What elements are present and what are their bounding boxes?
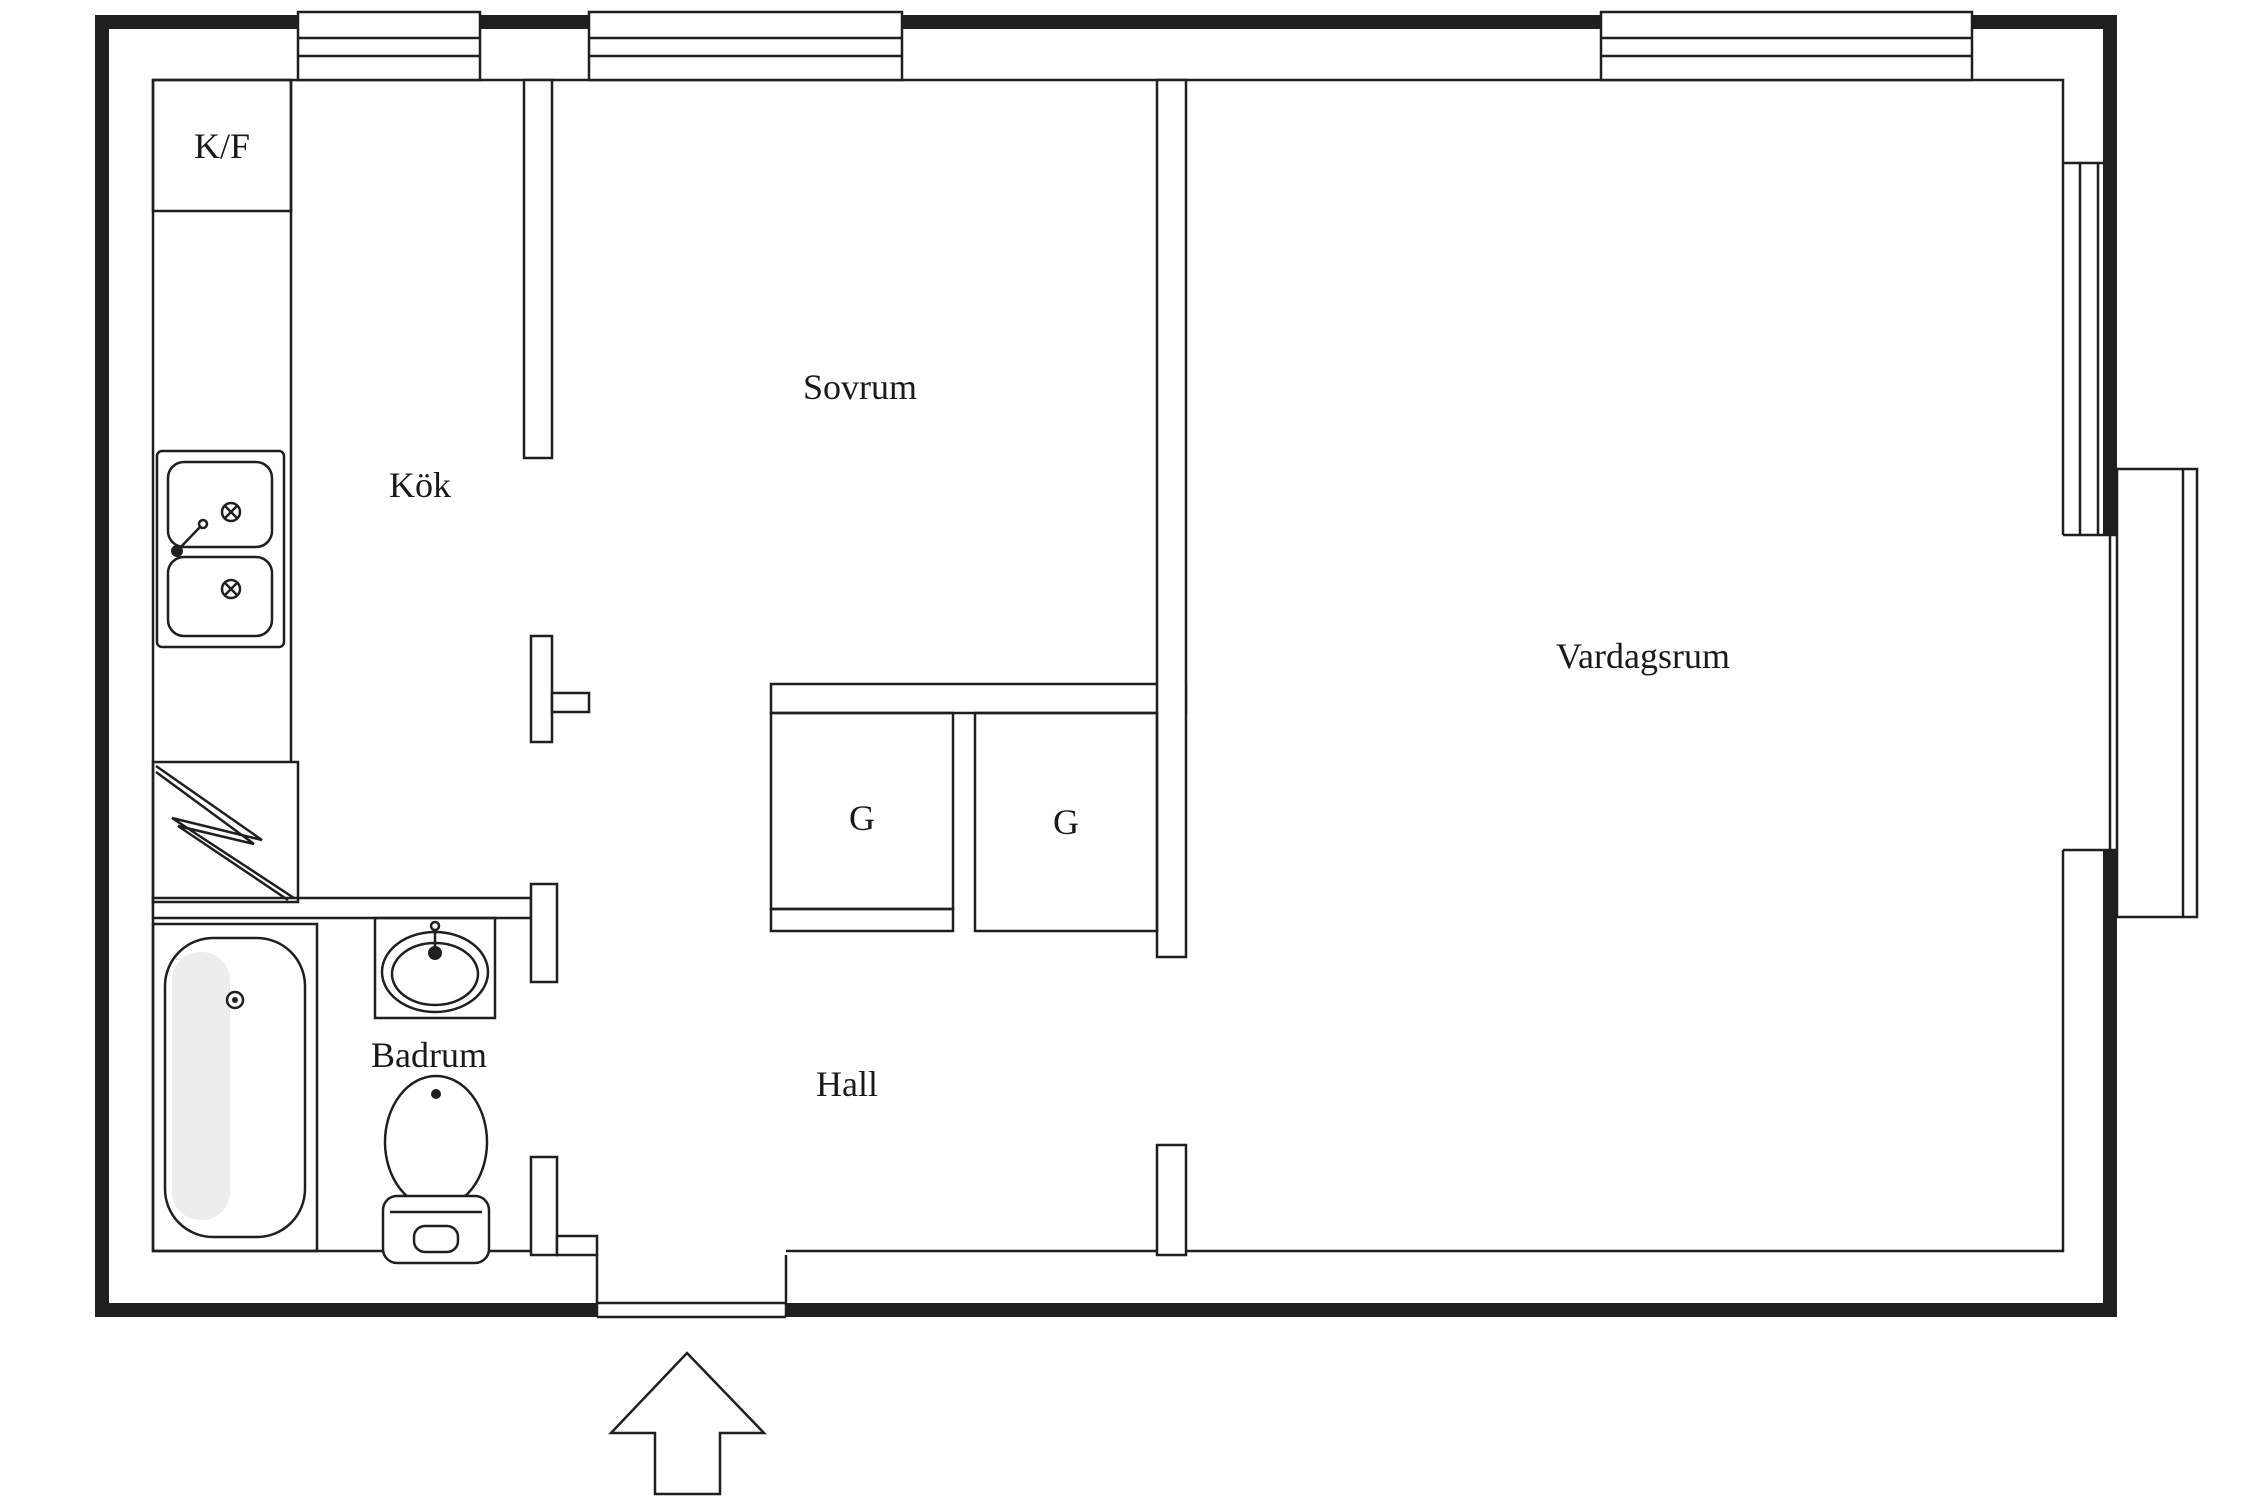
bedroom-bottom-wall <box>769 682 1188 715</box>
hall-livingroom-jamb <box>1155 1143 1188 1257</box>
balcony-door <box>2063 467 2199 919</box>
wall-opening-patches <box>298 6 2124 1326</box>
bedroom-label: Sovrum <box>803 367 917 407</box>
bedroom-door-jamb <box>529 634 554 744</box>
entry-door-opening <box>595 1255 788 1319</box>
wardrobe-right: G <box>973 711 1159 933</box>
fridge-freezer-label: K/F <box>194 126 250 166</box>
wardrobe-left-label: G <box>849 798 875 838</box>
fridge-freezer: K/F <box>151 78 293 213</box>
bathroom-label: Badrum <box>371 1035 487 1075</box>
room-labels: Kök Sovrum Vardagsrum Badrum Hall <box>371 367 1730 1104</box>
bathroom-door-jamb-bottom <box>529 1155 559 1257</box>
hall-label: Hall <box>816 1064 878 1104</box>
window-top-left <box>296 10 482 82</box>
wardrobe-left: G <box>769 711 955 911</box>
bedroom-livingroom-wall <box>1155 78 1188 959</box>
window-top-center <box>587 10 904 82</box>
sink-faucet-icon <box>428 946 442 960</box>
kitchen-sink <box>155 449 286 649</box>
window-right <box>2063 161 2117 537</box>
wardrobe-front-wall <box>769 907 955 933</box>
bathroom-sink <box>373 916 497 1020</box>
wardrobe-right-label: G <box>1053 802 1079 842</box>
kitchen-bedroom-wall <box>522 78 554 460</box>
bathtub <box>151 922 319 1253</box>
living-room-label: Vardagsrum <box>1556 636 1730 676</box>
interior-walls <box>151 78 1188 1257</box>
entrance-arrow-icon <box>608 1351 767 1496</box>
kitchen-label: Kök <box>389 465 451 505</box>
service-shaft <box>151 760 300 904</box>
window-top-right <box>1599 10 1974 82</box>
toilet <box>381 1074 491 1265</box>
bathroom-door-jamb-top <box>529 882 559 984</box>
